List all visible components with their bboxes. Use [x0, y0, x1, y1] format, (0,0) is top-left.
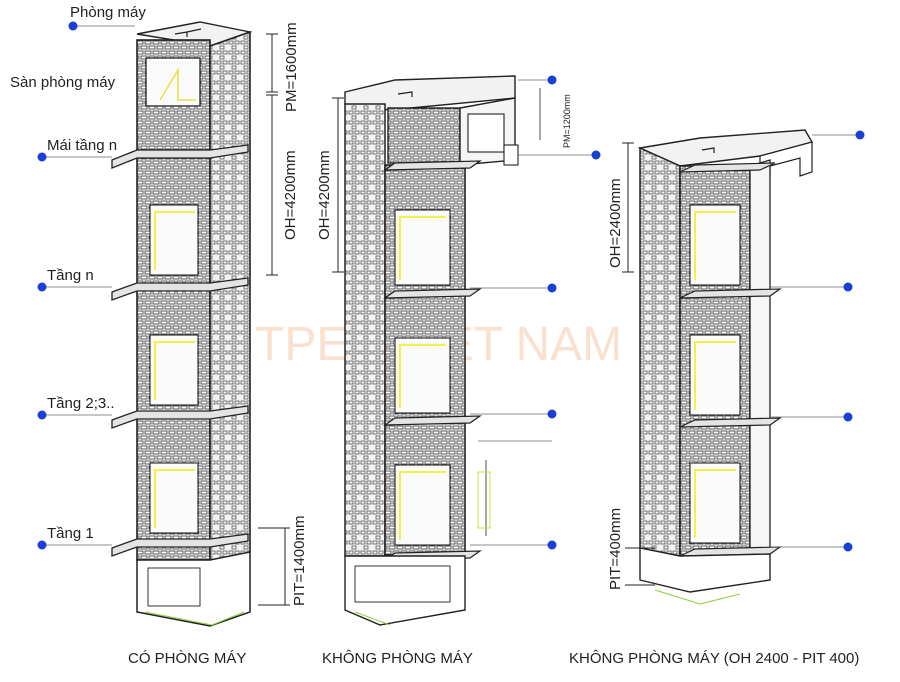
marker-roof-floor-n — [37, 152, 47, 162]
tower3-slab-top — [679, 162, 776, 173]
label-floor-1: Tầng 1 — [47, 525, 94, 542]
tower3-marker-top — [855, 130, 865, 140]
tower2-door-1 — [394, 209, 451, 286]
tower2-door-2 — [394, 337, 451, 414]
tower2-pit — [344, 555, 466, 626]
tower1-slab-floor-1 — [111, 533, 249, 557]
label-floor-n: Tầng n — [47, 267, 94, 284]
tower3-caption: KHÔNG PHÒNG MÁY (OH 2400 - PIT 400) — [569, 650, 859, 667]
tower1-machine-room-opening — [145, 57, 201, 107]
label-machine-room: Phòng máy — [70, 4, 146, 21]
marker-floor-1 — [37, 540, 47, 550]
tower3-slab-2 — [679, 288, 782, 299]
tower1-slab-roof-n — [111, 144, 249, 169]
tower1-slab-floor-n — [111, 277, 249, 301]
tower2-pm-dimension: PM=1200mm — [562, 94, 572, 148]
label-roof-floor-n: Mái tầng n — [47, 137, 117, 154]
label-floor-2-3: Tầng 2;3.. — [47, 395, 115, 412]
tower2-green-note — [477, 471, 491, 529]
tower1-machine-room-inner — [159, 67, 196, 101]
tower2-marker-top — [547, 75, 557, 85]
tower3-pit — [639, 547, 771, 593]
tower3-pit-dimension: PIT=400mm — [607, 508, 624, 590]
tower1-door-floor-1 — [149, 462, 199, 534]
tower3-door-3 — [689, 462, 741, 544]
tower3-door-2 — [689, 334, 741, 416]
tower2-oh-dimension: OH=4200mm — [316, 150, 333, 240]
tower2-marker-pm — [591, 150, 601, 160]
tower3-door-1 — [689, 204, 741, 286]
marker-machine-room — [68, 21, 78, 31]
tower2-marker-2 — [547, 283, 557, 293]
tower2-slab-3 — [383, 415, 482, 426]
tower3-slab-3 — [679, 417, 782, 428]
tower1-roof-mark — [174, 28, 202, 37]
tower1-caption: CÓ PHÒNG MÁY — [128, 650, 246, 667]
tower2-door-3 — [394, 464, 451, 546]
tower2-slab-2 — [383, 288, 482, 299]
tower3-marker-3 — [843, 412, 853, 422]
tower1-side-wall — [209, 30, 251, 568]
tower2-left-wall — [344, 103, 386, 557]
tower2-marker-4 — [547, 540, 557, 550]
label-machine-room-floor: Sàn phòng máy — [10, 74, 116, 91]
tower2-caption: KHÔNG PHÒNG MÁY — [322, 650, 473, 667]
tower-with-machine-room: PM=1600mm OH=4200mm PIT=1400mm Phòng máy… — [10, 4, 308, 667]
tower1-oh-dimension: OH=4200mm — [282, 150, 299, 240]
tower1-pit-dimension: PIT=1400mm — [291, 516, 308, 606]
marker-floor-n — [37, 282, 47, 292]
tower3-left-wall — [639, 146, 681, 557]
tower3-marker-4 — [843, 542, 853, 552]
tower1-pit — [136, 551, 251, 627]
tower2-top-box — [387, 107, 461, 164]
tower-without-machine-room: OH=4200mm PM=1200mm KHÔNG PHÒNG MÁY — [316, 75, 601, 667]
tower1-door-floor-n — [149, 204, 199, 276]
tower1-dimensions — [258, 33, 290, 606]
tower2-slab-top — [383, 160, 482, 171]
tower3-oh-dimension: OH=2400mm — [607, 178, 624, 268]
tower1-slab-floor-2-3 — [111, 405, 249, 429]
tower1-door-floor-2-3 — [149, 334, 199, 406]
tower1-pm-dimension: PM=1600mm — [283, 22, 300, 112]
tower2-marker-3 — [547, 409, 557, 419]
tower3-marker-2 — [843, 282, 853, 292]
tower-without-machine-room-oh2400: OH=2400mm PIT=400mm KHÔNG PHÒNG MÁY (OH … — [569, 129, 865, 667]
marker-floor-2-3 — [37, 410, 47, 420]
